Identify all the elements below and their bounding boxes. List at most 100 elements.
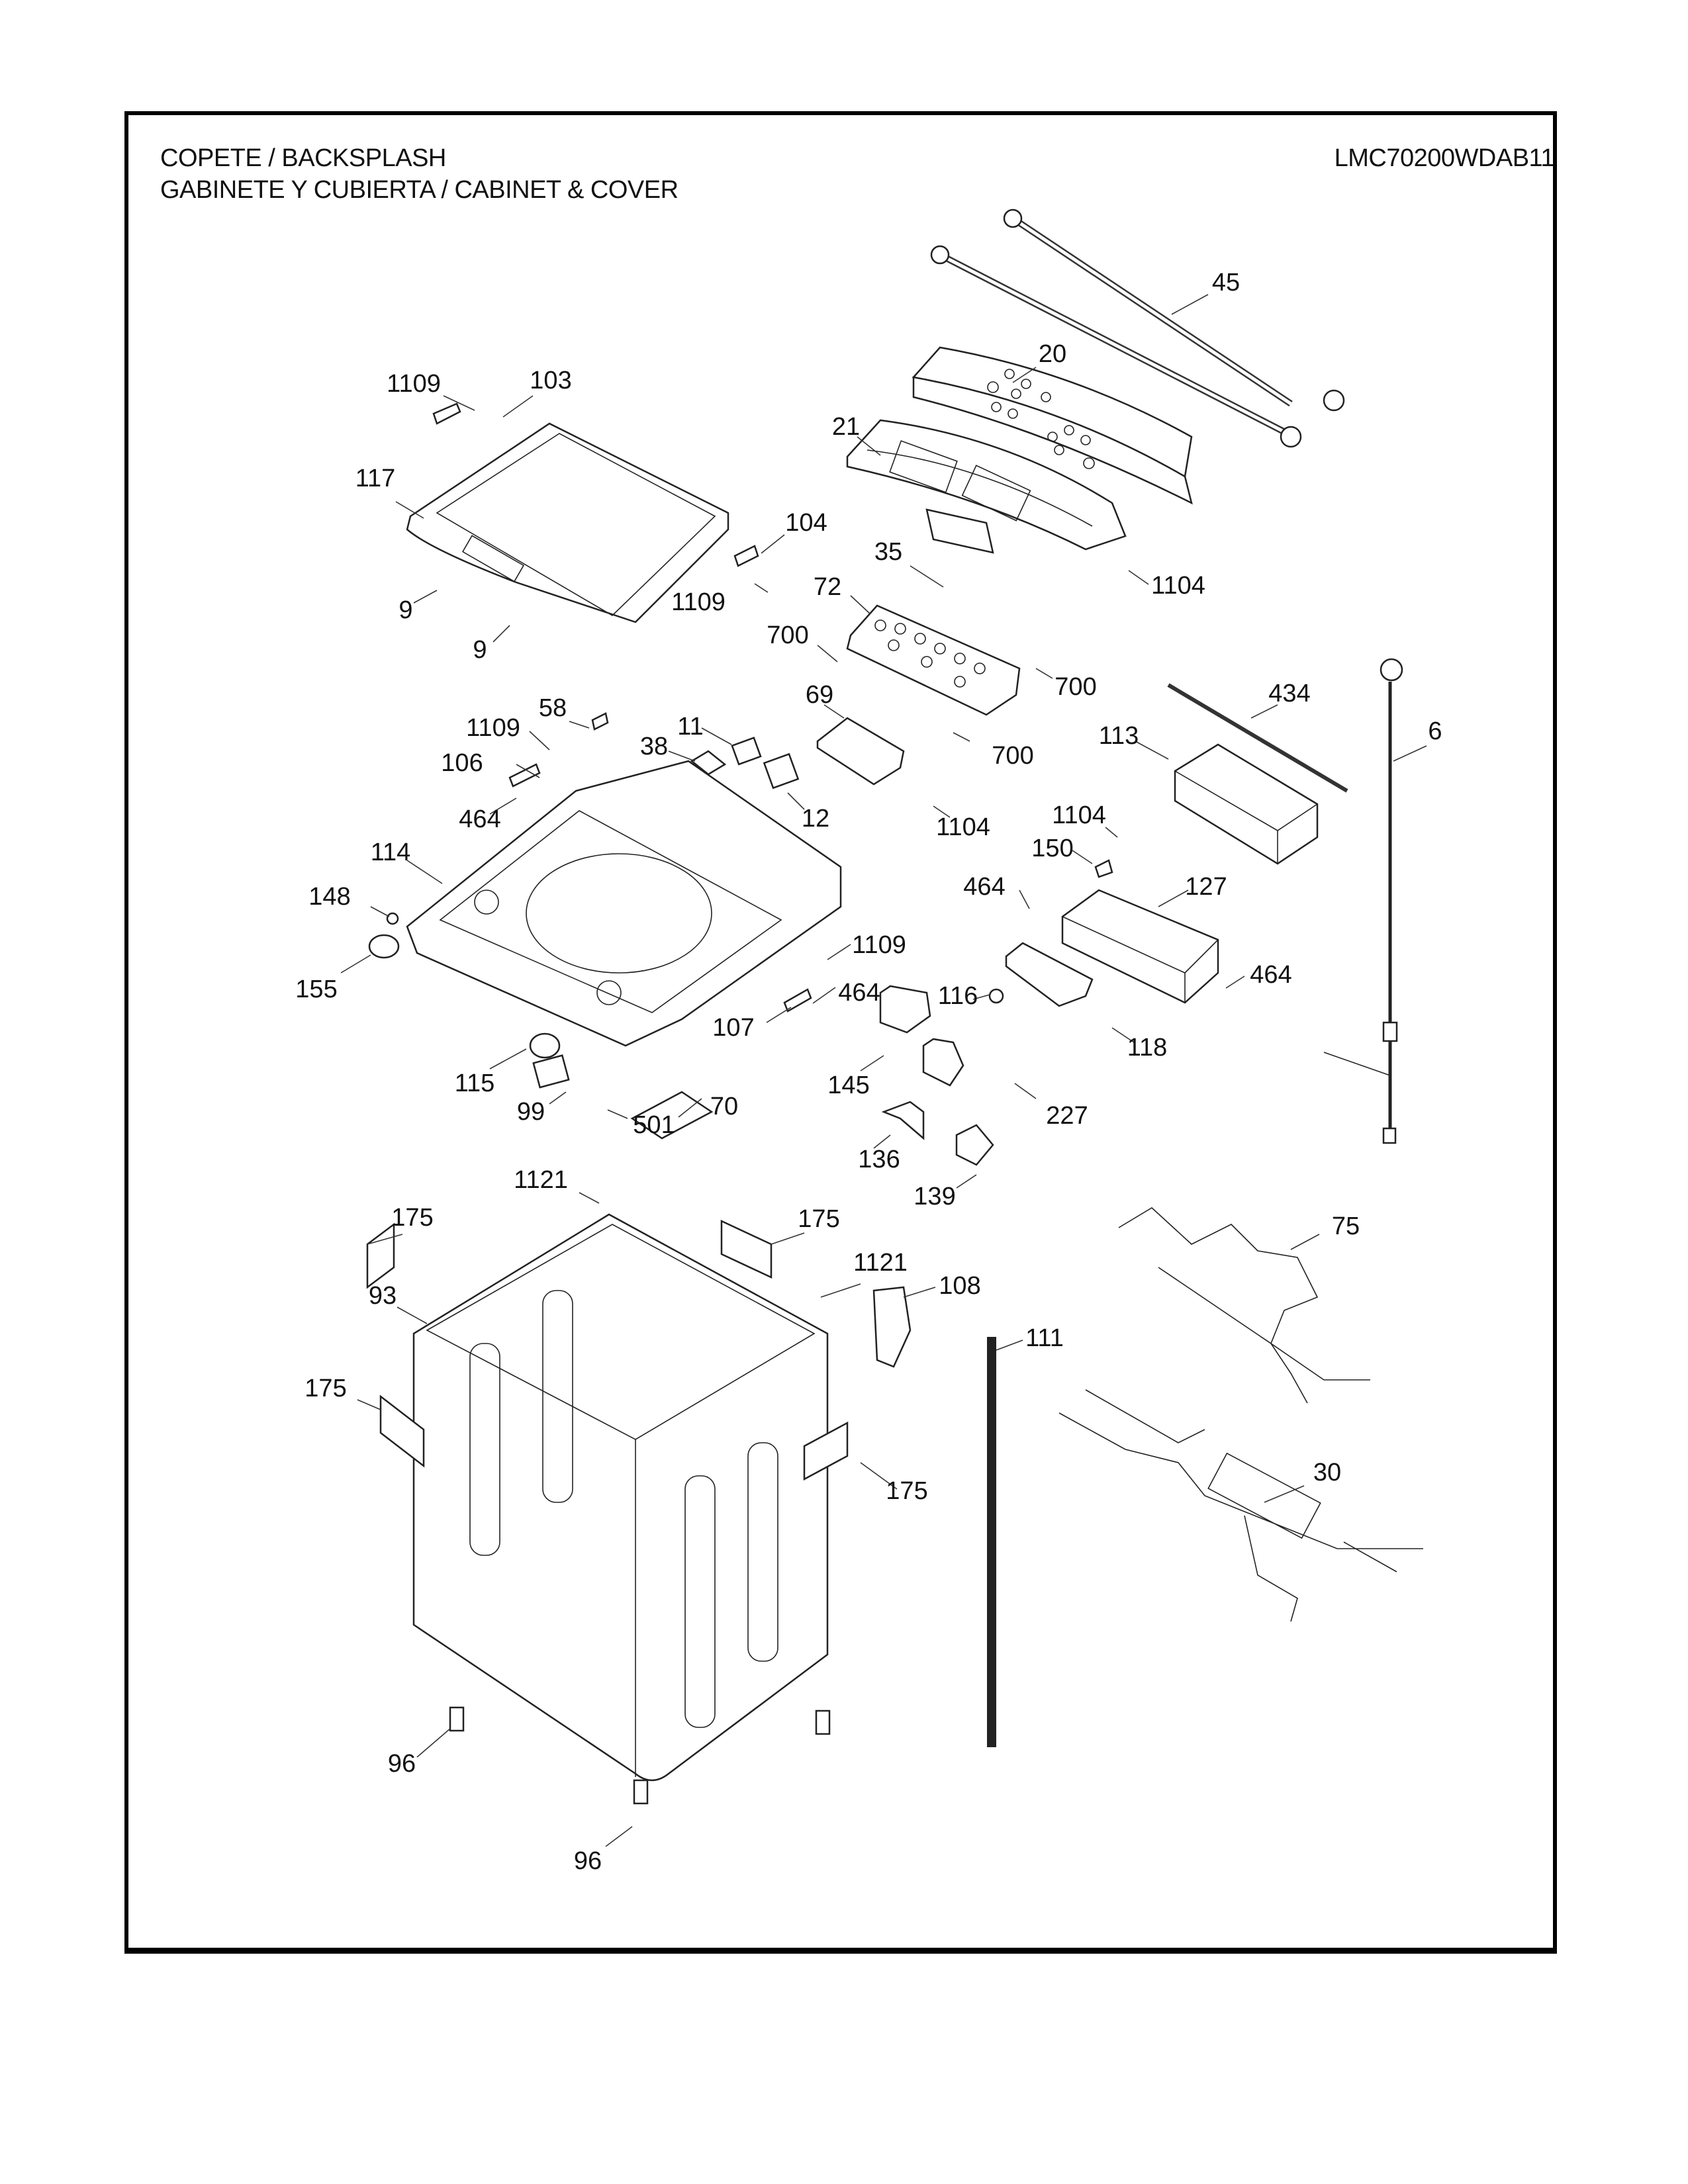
tray-part[interactable]	[1005, 942, 1094, 1007]
inlet-hose-part[interactable]	[930, 208, 1345, 448]
callout-113[interactable]: 113	[1098, 722, 1139, 750]
callout-104[interactable]: 104	[785, 509, 827, 537]
callout-45[interactable]: 45	[1211, 269, 1241, 296]
power-cord-part[interactable]	[1323, 658, 1403, 1144]
callout-1109[interactable]: 1109	[387, 370, 441, 398]
pad-175c-part[interactable]	[379, 1394, 425, 1468]
callout-175[interactable]: 175	[305, 1375, 347, 1402]
callout-103[interactable]: 103	[530, 367, 572, 394]
callout-136[interactable]: 136	[858, 1146, 900, 1173]
callout-175[interactable]: 175	[798, 1205, 840, 1233]
callout-700[interactable]: 700	[767, 621, 809, 649]
callout-227[interactable]: 227	[1046, 1102, 1088, 1130]
leveling-foot-left-part[interactable]	[449, 1706, 465, 1732]
pad-175d-part[interactable]	[803, 1421, 849, 1481]
callout-75[interactable]: 75	[1331, 1212, 1360, 1240]
callout-1121[interactable]: 1121	[853, 1249, 908, 1277]
callout-69[interactable]: 69	[805, 681, 834, 709]
callout-700[interactable]: 700	[992, 742, 1034, 770]
top-cover-part[interactable]	[406, 760, 842, 1047]
callout-96[interactable]: 96	[387, 1750, 416, 1778]
callout-70[interactable]: 70	[710, 1093, 739, 1120]
hinge-bracket-106-part[interactable]	[508, 763, 541, 788]
callout-9[interactable]: 9	[399, 596, 413, 624]
hinge-left-part[interactable]	[432, 402, 461, 425]
pump-cover-part[interactable]	[872, 1286, 912, 1368]
callout-72[interactable]: 72	[813, 573, 842, 601]
callout-139[interactable]: 139	[914, 1183, 956, 1210]
callout-175[interactable]: 175	[391, 1204, 434, 1232]
water-valve-part[interactable]	[731, 737, 800, 790]
bracket-139-part[interactable]	[955, 1124, 994, 1166]
control-board-part[interactable]	[846, 604, 1021, 716]
callout-115[interactable]: 115	[454, 1069, 495, 1097]
callout-148[interactable]: 148	[308, 883, 351, 911]
callout-111[interactable]: 111	[1025, 1324, 1064, 1352]
callout-11[interactable]: 11	[677, 713, 704, 741]
label-38-part[interactable]	[690, 750, 727, 776]
label-70-part[interactable]	[630, 1091, 714, 1140]
callout-117[interactable]: 117	[355, 465, 396, 492]
callout-501[interactable]: 501	[633, 1111, 675, 1139]
hinge-right-part[interactable]	[733, 545, 759, 567]
callout-1109[interactable]: 1109	[671, 588, 726, 616]
callout-150[interactable]: 150	[1031, 835, 1074, 862]
callout-107[interactable]: 107	[712, 1014, 755, 1042]
callout-700[interactable]: 700	[1055, 673, 1097, 701]
callout-155[interactable]: 155	[295, 976, 338, 1003]
callout-21[interactable]: 21	[831, 413, 861, 441]
lid-part[interactable]	[406, 422, 729, 623]
callout-20[interactable]: 20	[1038, 340, 1067, 368]
callout-464[interactable]: 464	[838, 979, 880, 1007]
callout-116[interactable]: 116	[937, 982, 978, 1010]
callout-9[interactable]: 9	[473, 636, 487, 664]
callout-127[interactable]: 127	[1185, 873, 1227, 901]
lock-assembly-part[interactable]	[532, 1054, 570, 1089]
callout-1104[interactable]: 1104	[1151, 572, 1205, 600]
wire-harness-30-part[interactable]	[1058, 1389, 1423, 1622]
wire-harness-75-part[interactable]	[1118, 1207, 1370, 1404]
callout-96[interactable]: 96	[573, 1847, 602, 1875]
callout-93[interactable]: 93	[368, 1282, 397, 1310]
leveling-foot-right-part[interactable]	[815, 1709, 831, 1735]
drawer-227-part[interactable]	[922, 1038, 964, 1087]
callout-175[interactable]: 175	[886, 1477, 928, 1505]
bracket-136-part[interactable]	[881, 1101, 925, 1140]
callout-118[interactable]: 118	[1127, 1034, 1168, 1062]
callout-30[interactable]: 30	[1313, 1459, 1342, 1486]
hinge-bracket-107-part[interactable]	[783, 988, 812, 1013]
callout-99[interactable]: 99	[516, 1098, 545, 1126]
ring-155-part[interactable]	[368, 934, 400, 959]
callout-1109[interactable]: 1109	[852, 931, 906, 959]
sensor-part[interactable]	[1094, 859, 1113, 878]
callout-35[interactable]: 35	[874, 538, 903, 566]
cap-148-part[interactable]	[386, 912, 399, 925]
dispenser-box-part[interactable]	[1061, 889, 1219, 1004]
pad-175b-part[interactable]	[720, 1220, 773, 1279]
callout-38[interactable]: 38	[639, 733, 669, 760]
display-window-part[interactable]	[925, 508, 994, 554]
dispenser-housing-part[interactable]	[1174, 743, 1319, 865]
callout-464[interactable]: 464	[1250, 961, 1292, 989]
pcb-cover-part[interactable]	[816, 717, 905, 786]
callout-464[interactable]: 464	[459, 805, 501, 833]
leveling-foot-front-part[interactable]	[633, 1779, 649, 1805]
callout-1121[interactable]: 1121	[514, 1166, 568, 1194]
cabinet-part[interactable]	[412, 1213, 829, 1782]
callout-1104[interactable]: 1104	[936, 813, 990, 841]
drawer-145-part[interactable]	[879, 985, 931, 1034]
callout-1104[interactable]: 1104	[1052, 801, 1106, 829]
callout-12[interactable]: 12	[801, 805, 830, 833]
callout-58[interactable]: 58	[538, 694, 567, 722]
cap-116-part[interactable]	[988, 988, 1004, 1004]
pad-175a-part[interactable]	[366, 1222, 395, 1289]
callout-434[interactable]: 434	[1268, 680, 1311, 707]
callout-145[interactable]: 145	[827, 1071, 870, 1099]
callout-464[interactable]: 464	[963, 873, 1006, 901]
callout-114[interactable]: 114	[370, 839, 411, 866]
backsplash-frame-part[interactable]	[846, 419, 1127, 551]
callout-106[interactable]: 106	[441, 749, 483, 777]
lid-switch-part[interactable]	[591, 712, 609, 731]
callout-108[interactable]: 108	[939, 1272, 981, 1300]
callout-1109[interactable]: 1109	[466, 714, 520, 742]
